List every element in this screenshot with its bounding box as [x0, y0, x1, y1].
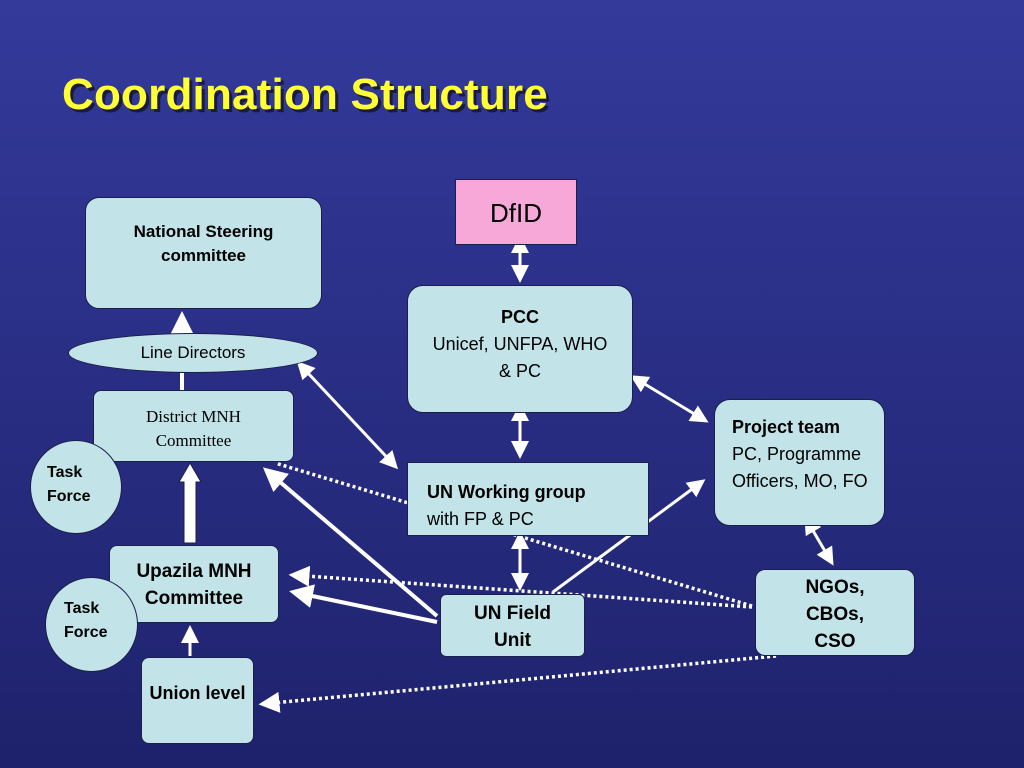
national-steering-label-2: committee: [160, 246, 247, 265]
cbos-label: CBOs,: [805, 604, 865, 625]
un-working-group-members: with FP & PC: [427, 509, 534, 529]
pcc-label: PCC: [500, 307, 539, 327]
slide-title: Coordination Structure: [62, 70, 548, 119]
upazila-mnh-label-1: Upazila MNH: [136, 561, 252, 582]
district-mnh-label-1: District MNH: [146, 407, 241, 426]
task-force-2-label-1: Task: [64, 600, 100, 617]
upazila-mnh-label-2: Committee: [144, 588, 244, 609]
district-mnh-label-2: Committee: [155, 431, 232, 450]
cso-label: CSO: [814, 631, 856, 652]
connector-line-directors-working-group: [296, 361, 399, 470]
arrow-upazila-to-district: [178, 462, 202, 544]
connector-field-unit-to-upazila: [289, 584, 438, 624]
un-field-unit-box: UN Field Unit: [440, 594, 585, 657]
dotted-ngos-to-upazila: [288, 565, 753, 609]
connector-field-unit-to-project-team: [552, 479, 706, 594]
task-force-1-label-1: Task: [47, 464, 83, 481]
national-steering-label-1: National Steering: [133, 222, 274, 241]
project-team-label: Project team: [732, 417, 841, 437]
un-field-unit-label-2: Unit: [494, 630, 531, 651]
un-working-group-label: UN Working group: [427, 482, 586, 502]
dfid-box: DfID: [455, 179, 577, 245]
pcc-box: PCC Unicef, UNFPA, WHO & PC: [407, 285, 633, 413]
line-directors-ellipse: Line Directors: [68, 333, 318, 373]
dfid-label: DfID: [490, 198, 542, 228]
upazila-mnh-committee-box: Upazila MNH Committee: [109, 545, 279, 623]
pcc-members-1: Unicef, UNFPA, WHO: [432, 334, 608, 354]
district-mnh-committee-box: District MNH Committee: [93, 390, 294, 462]
union-level-label: Union level: [149, 683, 246, 703]
national-steering-committee-box: National Steering committee: [85, 197, 322, 309]
ngos-label: NGOs,: [805, 577, 865, 598]
dotted-ngos-to-union: [258, 654, 777, 713]
line-directors-label: Line Directors: [140, 343, 246, 362]
connector-pcc-project-team: [630, 375, 709, 423]
project-team-members-2: Officers, MO, FO: [732, 471, 868, 491]
ngos-cbos-cso-box: NGOs, CBOs, CSO: [755, 569, 915, 656]
union-level-box: Union level: [141, 657, 254, 744]
task-force-2-label-2: Force: [64, 624, 108, 641]
un-field-unit-label-1: UN Field: [473, 603, 552, 624]
task-force-circle-1: Task Force: [30, 440, 122, 534]
pcc-members-2: & PC: [498, 361, 541, 381]
project-team-box: Project team PC, Programme Officers, MO,…: [714, 399, 885, 526]
task-force-circle-2: Task Force: [45, 577, 138, 672]
connector-field-unit-to-district: [262, 467, 439, 618]
task-force-1-label-2: Force: [47, 488, 91, 505]
un-working-group-box: UN Working group with FP & PC: [407, 462, 649, 536]
project-team-members-1: PC, Programme: [732, 444, 862, 464]
connector-project-team-ngos: [804, 516, 834, 566]
